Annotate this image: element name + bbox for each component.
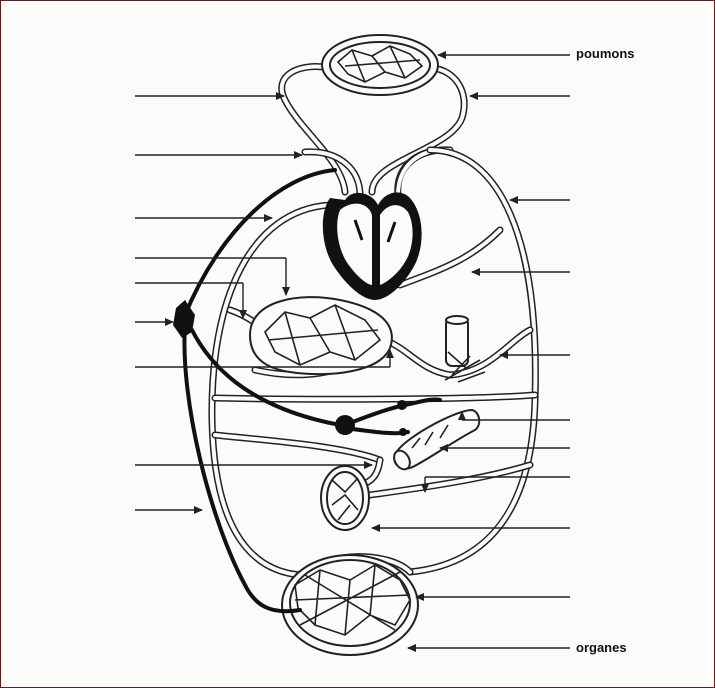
lungs-organ: [322, 35, 438, 95]
label-lungs: poumons: [576, 46, 635, 61]
intestine-organ: [391, 316, 485, 472]
label-organs: organes: [576, 640, 627, 655]
liver-organ: [250, 297, 392, 374]
body-organs: [282, 555, 418, 655]
kidney-organ: [321, 466, 369, 530]
